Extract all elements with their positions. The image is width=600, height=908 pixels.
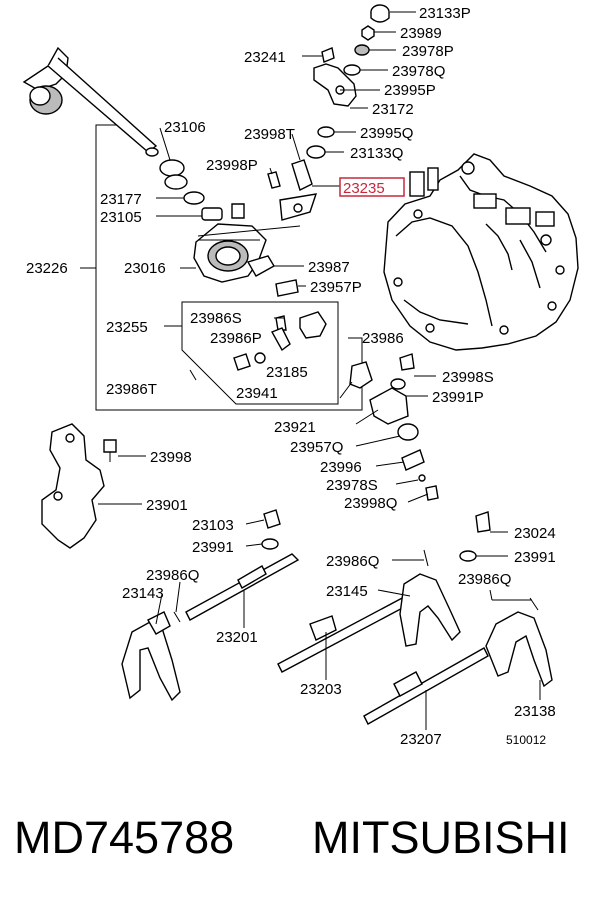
label-23986: 23986 bbox=[362, 330, 404, 347]
label-23986S: 23986S bbox=[190, 310, 242, 327]
label-23986Q-left: 23986Q bbox=[146, 567, 199, 584]
label-23998T: 23998T bbox=[244, 126, 295, 143]
shift-lever-drawing bbox=[22, 46, 159, 157]
label-23991P: 23991P bbox=[432, 389, 484, 406]
highlight-box-23235 bbox=[339, 177, 405, 197]
shift-rail-23203-drawing bbox=[277, 549, 461, 673]
top-small-parts bbox=[159, 4, 390, 221]
label-23998S: 23998S bbox=[442, 369, 494, 386]
selector-parts-drawing bbox=[339, 353, 439, 501]
label-23133Q: 23133Q bbox=[350, 145, 403, 162]
drawing-code: 510012 bbox=[506, 733, 546, 747]
transmission-housing-drawing bbox=[383, 153, 579, 351]
label-23991-left: 23991 bbox=[192, 539, 234, 556]
shift-rail-23207-drawing bbox=[363, 511, 553, 725]
part-number: MD745788 bbox=[14, 812, 234, 863]
label-23133P: 23133P bbox=[419, 5, 471, 22]
label-23172: 23172 bbox=[372, 101, 414, 118]
label-23145: 23145 bbox=[326, 583, 368, 600]
label-23235: 23235 bbox=[343, 180, 385, 197]
label-23978P: 23978P bbox=[402, 43, 454, 60]
assembly-bracket-23226 bbox=[95, 124, 363, 411]
label-23991-right: 23991 bbox=[514, 549, 556, 566]
label-23986P: 23986P bbox=[210, 330, 262, 347]
label-23177: 23177 bbox=[100, 191, 142, 208]
label-23989: 23989 bbox=[400, 25, 442, 42]
label-23957P: 23957P bbox=[310, 279, 362, 296]
label-23995Q: 23995Q bbox=[360, 125, 413, 142]
subassembly-box-23255 bbox=[181, 301, 339, 405]
label-23998: 23998 bbox=[150, 449, 192, 466]
shift-housing-drawing bbox=[193, 223, 301, 297]
label-23024: 23024 bbox=[514, 525, 556, 542]
label-23016: 23016 bbox=[124, 260, 166, 277]
label-23987: 23987 bbox=[308, 259, 350, 276]
label-23986T: 23986T bbox=[106, 381, 157, 398]
interlock-parts-drawing bbox=[189, 311, 327, 381]
label-23978Q: 23978Q bbox=[392, 63, 445, 80]
label-23998Q: 23998Q bbox=[344, 495, 397, 512]
label-23203: 23203 bbox=[300, 681, 342, 698]
label-23255: 23255 bbox=[106, 319, 148, 336]
label-23957Q: 23957Q bbox=[290, 439, 343, 456]
leader-lines bbox=[98, 11, 541, 730]
label-23105: 23105 bbox=[100, 209, 142, 226]
bracket-23901-drawing bbox=[41, 423, 117, 549]
label-23986Q-right: 23986Q bbox=[458, 571, 511, 588]
label-23921: 23921 bbox=[274, 419, 316, 436]
label-23138: 23138 bbox=[514, 703, 556, 720]
label-23226: 23226 bbox=[26, 260, 68, 277]
label-23901: 23901 bbox=[146, 497, 188, 514]
brand-name: MITSUBISHI bbox=[312, 812, 570, 863]
label-23998P: 23998P bbox=[206, 157, 258, 174]
label-23185: 23185 bbox=[266, 364, 308, 381]
label-23978S: 23978S bbox=[326, 477, 378, 494]
label-23207: 23207 bbox=[400, 731, 442, 748]
label-23106: 23106 bbox=[164, 119, 206, 136]
label-23995P: 23995P bbox=[384, 82, 436, 99]
label-23201: 23201 bbox=[216, 629, 258, 646]
label-23143: 23143 bbox=[122, 585, 164, 602]
label-23941: 23941 bbox=[236, 385, 278, 402]
shift-rail-23201-drawing bbox=[121, 509, 300, 702]
label-23986Q-middle: 23986Q bbox=[326, 553, 379, 570]
label-23241: 23241 bbox=[244, 49, 286, 66]
label-23103: 23103 bbox=[192, 517, 234, 534]
label-23996: 23996 bbox=[320, 459, 362, 476]
